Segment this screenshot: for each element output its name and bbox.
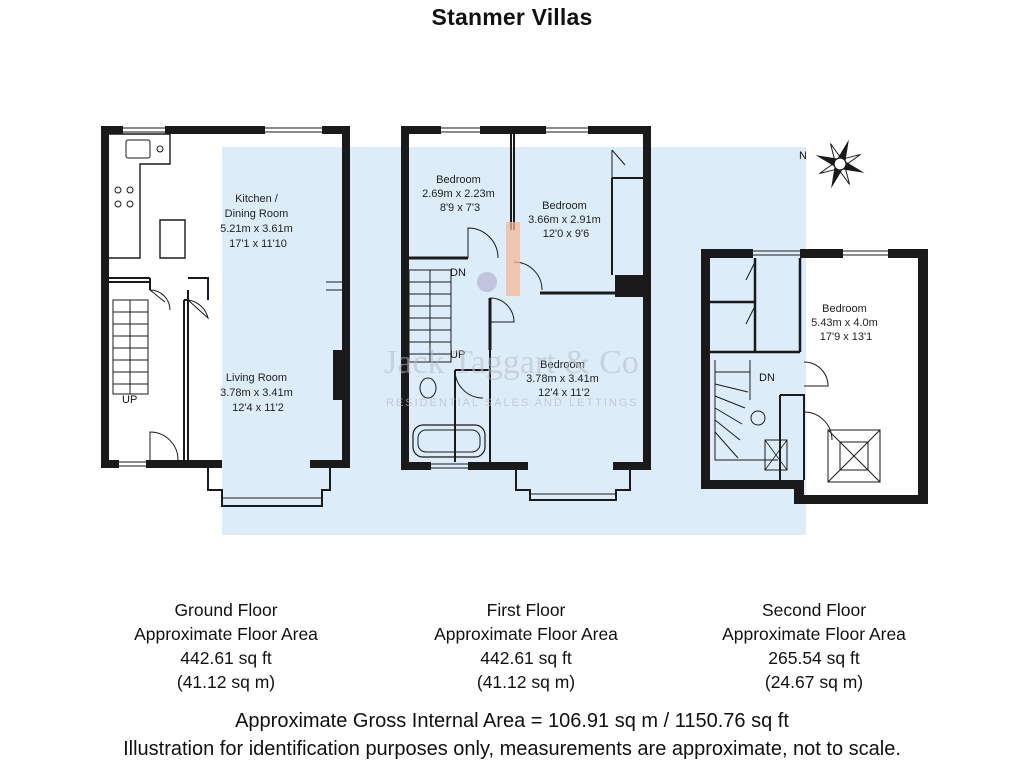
kitchen-sink-icon: [125, 139, 151, 159]
second-floor-area-label: Approximate Floor Area: [722, 624, 906, 644]
ground-partition-hall: [109, 277, 151, 290]
second-floor-plan: [701, 249, 928, 504]
ground-floor-area: Ground Floor Approximate Floor Area 442.…: [96, 598, 356, 694]
ground-wall-bottom-left: [101, 460, 119, 468]
ground-wall-top-mid: [165, 126, 265, 134]
first-door-bath: [454, 369, 484, 399]
second-cupboards: [710, 258, 757, 354]
ground-wall-left: [101, 126, 109, 468]
second-wall-right: [918, 249, 928, 504]
second-wall-bottom-2: [794, 495, 928, 504]
ground-window-top-2: [265, 127, 322, 133]
ground-wall-bay-left: [207, 460, 222, 468]
shower-icon: [764, 439, 788, 471]
ground-floor-sqft: 442.61 sq ft: [180, 648, 272, 668]
kitchen-counter: [109, 133, 171, 259]
ground-wall-top-left: [101, 126, 123, 134]
ground-floor-plan: [101, 126, 350, 507]
first-door-bed1: [467, 227, 499, 259]
ground-floor-area-label: Approximate Floor Area: [134, 624, 318, 644]
ground-stairs: [112, 299, 149, 395]
second-stairs: [714, 360, 778, 461]
ground-door-living: [187, 299, 209, 320]
bedroom-3-label: Bedroom 3.78m x 3.41m 12'4 x 11'2: [526, 359, 602, 399]
bedroom-1-label: Bedroom 2.69m x 2.23m 8'9 x 7'3: [422, 174, 498, 214]
first-door-bed3: [489, 297, 515, 323]
toilet-icon: [419, 377, 437, 399]
first-wall-top-3: [588, 126, 651, 134]
ground-floor-name: Ground Floor: [174, 600, 278, 620]
living-room-label: Living Room 3.78m x 3.41m 12'4 x 11'2: [220, 372, 296, 414]
second-floor-sqm: (24.67 sq m): [764, 672, 864, 692]
ground-window-bottom: [119, 461, 146, 467]
ground-wall-bottom-mid: [146, 460, 222, 468]
ground-stairs-up-label: UP: [122, 394, 137, 406]
first-floor-area-label: Approximate Floor Area: [434, 624, 618, 644]
second-door-bedroom: [803, 411, 833, 441]
watermark-logo: Jack Taggart & Co: [384, 344, 639, 381]
ground-door-hall: [149, 289, 171, 311]
first-floor-sqft: 442.61 sq ft: [480, 648, 572, 668]
second-wall-top-3: [888, 249, 928, 258]
ground-fireplace: [333, 350, 342, 400]
first-stairs-up-label: UP: [450, 349, 465, 361]
first-wall-left: [401, 126, 409, 470]
ground-floor-sqm: (41.12 sq m): [176, 672, 276, 692]
second-floor-sqft: 265.54 sq ft: [768, 648, 860, 668]
bedroom-2-label: Bedroom 3.66m x 2.91m 12'0 x 9'6: [528, 200, 604, 240]
washbasin-icon: [750, 410, 766, 426]
floor-plan-drawing: Kitchen / Dining Room 5.21m x 3.61m 17'1…: [101, 126, 928, 535]
bedroom-4-label: Bedroom 5.43m x 4.0m 17'9 x 13'1: [811, 303, 881, 343]
first-wall-top-1: [401, 126, 441, 134]
first-floor-plan: [401, 126, 651, 501]
ground-window-top-1: [123, 127, 165, 133]
second-window-top-1: [753, 250, 800, 256]
kitchen-label: Kitchen / Dining Room 5.21m x 3.61m 17'1…: [220, 193, 296, 250]
ground-door-front: [149, 431, 179, 461]
disclaimer-text: Illustration for identification purposes…: [123, 738, 901, 760]
first-wall-bed-divider: [510, 134, 515, 230]
first-stairs-down-label: DN: [450, 267, 466, 279]
first-wall-bottom-1: [401, 462, 431, 470]
first-floor-area: First Floor Approximate Floor Area 442.6…: [396, 598, 656, 694]
watermark-tagline: RESIDENTIAL SALES AND LETTINGS: [386, 397, 639, 409]
first-window-top-1: [441, 127, 480, 133]
compass-rose-icon: [815, 139, 865, 189]
first-window-bottom: [431, 463, 468, 469]
first-floor-sqm: (41.12 sq m): [476, 672, 576, 692]
first-landing-marker: [477, 272, 497, 292]
first-bay-window: [515, 470, 631, 501]
first-landing-accent: [506, 222, 520, 296]
bath-icon: [412, 424, 486, 458]
second-wall-top-1: [701, 249, 753, 258]
gross-internal-area: Approximate Gross Internal Area = 106.91…: [235, 710, 789, 732]
skylight-icon: [827, 429, 881, 483]
first-stairs: [408, 269, 452, 363]
second-wall-bottom-1: [701, 480, 804, 489]
first-wall-bottom-2: [468, 462, 528, 470]
page-title: Stanmer Villas: [431, 4, 593, 30]
first-wall-right: [643, 126, 651, 470]
ground-wall-right: [342, 126, 350, 468]
hob-icon: [114, 186, 134, 208]
first-window-top-2: [546, 127, 588, 133]
second-floor-area: Second Floor Approximate Floor Area 265.…: [684, 598, 944, 694]
ground-wall-top-right: [322, 126, 350, 134]
second-wall-left: [701, 249, 710, 489]
second-wall-top-2: [800, 249, 843, 258]
second-stairs-down-label: DN: [759, 372, 775, 384]
first-wall-bottom-3: [613, 462, 651, 470]
first-floor-name: First Floor: [486, 600, 566, 620]
second-window-top-2: [843, 250, 888, 256]
compass-north-label: N: [799, 150, 807, 162]
ground-bay-window: [207, 468, 331, 507]
second-door-landing: [803, 361, 829, 387]
second-floor-name: Second Floor: [761, 600, 867, 620]
first-wall-top-2: [480, 126, 546, 134]
ground-wall-bay-right: [310, 460, 350, 468]
